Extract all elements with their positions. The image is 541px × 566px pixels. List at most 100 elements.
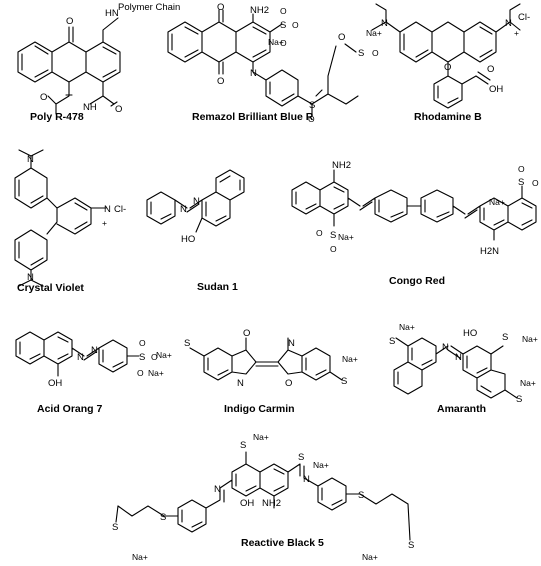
- structure-remazol-brilliant-blue-r: O O NH2 S O O O Na+ N S O O S O Na+ Rema…: [167, 2, 382, 124]
- reactive-black-5-s-top-right: S: [298, 452, 304, 463]
- reactive-black-5-sulfate-s-left: S: [112, 522, 118, 533]
- structure-amaranth: S Na+ N N HO S Na+ S Na+ Amaranth: [389, 322, 538, 415]
- rhodamine-acid-o: O: [487, 64, 494, 75]
- remazol-nh2: NH2: [250, 5, 269, 16]
- amaranth-s-top: S: [502, 332, 508, 343]
- reactive-black-5-n-right: N: [303, 474, 310, 485]
- structure-acid-orang-7: OH N N S O O O Na+ Acid Orang 7: [15, 331, 164, 415]
- congo-red-bonds: [291, 169, 537, 241]
- reactive-black-5-sulfate-s-right: S: [408, 540, 414, 551]
- crystal-violet-cl: Cl-: [114, 204, 126, 215]
- indigo-carmin-bonds: [189, 337, 343, 381]
- remazol-na-1: Na+: [268, 37, 284, 47]
- acid-orang-7-o3: O: [137, 368, 144, 378]
- amaranth-s-bottom: S: [516, 394, 522, 405]
- acid-orang-7-caption: Acid Orang 7: [37, 403, 103, 415]
- reactive-black-5-bonds: [117, 451, 409, 533]
- reactive-black-5-s-left: S: [160, 512, 166, 523]
- congo-red-o-right-2: O: [532, 178, 539, 188]
- remazol-sulfate-o: O: [372, 48, 379, 58]
- remazol-so3-o2: O: [292, 20, 299, 30]
- structure-rhodamine-b: N N + Cl- O O OH Rhodamine B: [371, 3, 530, 123]
- remazol-o-bottom: O: [217, 76, 224, 87]
- rhodamine-n-right: N: [505, 18, 512, 29]
- crystal-violet-n-top: N: [27, 154, 34, 165]
- indigo-carmin-o-right: O: [285, 378, 292, 389]
- reactive-black-5-n-left: N: [214, 484, 221, 495]
- indigo-carmin-caption: Indigo Carmin: [224, 403, 295, 415]
- congo-red-s-left: S: [330, 230, 336, 241]
- congo-red-caption: Congo Red: [389, 275, 445, 287]
- remazol-o-top: O: [217, 2, 224, 13]
- indigo-carmin-nh-right: N: [288, 338, 295, 349]
- structure-indigo-carmin: O O N N S Na+ S Na+ Indigo Carmin: [156, 328, 358, 415]
- congo-red-s-right: S: [518, 177, 524, 188]
- reactive-black-5-oh: OH: [240, 498, 254, 509]
- poly-r-478-chain-label: Polymer Chain: [118, 2, 180, 13]
- acid-orang-7-s: S: [139, 352, 145, 363]
- amaranth-na-bottom: Na+: [520, 378, 536, 388]
- remazol-so3-o3: O: [280, 38, 287, 48]
- indigo-carmin-na-left: Na+: [156, 350, 172, 360]
- remazol-sulfone-s: S: [309, 100, 315, 111]
- crystal-violet-n-right: N: [104, 204, 111, 215]
- poly-r-478-bonds: [17, 17, 121, 115]
- poly-r-478-caption: Poly R-478: [30, 111, 84, 123]
- congo-red-o-left-2: O: [330, 244, 337, 254]
- reactive-black-5-s-top-left: S: [240, 440, 246, 451]
- acid-orang-7-o1: O: [139, 338, 146, 348]
- acid-orang-7-oh: OH: [48, 378, 62, 389]
- reactive-black-5-na-3: Na+: [132, 552, 148, 562]
- congo-red-nh2-left: NH2: [332, 160, 351, 171]
- crystal-violet-plus: +: [102, 218, 107, 228]
- indigo-carmin-s-left: S: [184, 338, 190, 349]
- reactive-black-5-na-2: Na+: [313, 460, 329, 470]
- structure-congo-red: NH2 S O O Na+ S O O Na+ H2N Congo Red: [291, 160, 539, 287]
- congo-red-na-right: Na+: [489, 197, 505, 207]
- amaranth-n1: N: [442, 342, 449, 353]
- reactive-black-5-terminal-bonds: [115, 503, 411, 541]
- amaranth-s-left: S: [389, 336, 395, 347]
- rhodamine-plus: +: [514, 28, 519, 38]
- amaranth-n2: N: [455, 352, 462, 363]
- remazol-so3-s: S: [280, 20, 286, 31]
- sudan-1-caption: Sudan 1: [197, 281, 238, 293]
- congo-red-h2n-right: H2N: [480, 246, 499, 257]
- crystal-violet-caption: Crystal Violet: [17, 282, 84, 294]
- indigo-carmin-nh-left: N: [237, 378, 244, 389]
- poly-r-478-acetyl-o: O: [40, 92, 47, 103]
- amaranth-na-top: Na+: [522, 334, 538, 344]
- rhodamine-bonds: [371, 3, 521, 109]
- remazol-so3-o1: O: [280, 6, 287, 16]
- remazol-bonds: [167, 9, 359, 117]
- crystal-violet-bonds: [14, 149, 107, 287]
- acid-orang-7-na: Na+: [148, 368, 164, 378]
- rhodamine-cl: Cl-: [518, 12, 530, 23]
- sudan-1-bonds: [146, 169, 245, 233]
- indigo-carmin-s-right: S: [341, 376, 347, 387]
- rhodamine-oh: OH: [489, 84, 503, 95]
- acid-orang-7-o2: O: [151, 352, 158, 362]
- structure-sudan-1: N N HO Sudan 1: [146, 169, 245, 293]
- remazol-ethyl-chain: [327, 43, 357, 95]
- sudan-1-ho: HO: [181, 234, 195, 245]
- poly-r-478-imide-nh: NH: [83, 102, 97, 113]
- indigo-carmin-na-right: Na+: [342, 354, 358, 364]
- poly-r-478-hn: HN: [105, 8, 119, 19]
- acid-orang-7-n1: N: [77, 352, 84, 363]
- amaranth-caption: Amaranth: [437, 403, 486, 415]
- sudan-1-n1: N: [180, 204, 187, 215]
- amaranth-ho: HO: [463, 328, 477, 339]
- rhodamine-n-left: N: [381, 18, 388, 29]
- rhodamine-caption: Rhodamine B: [414, 111, 482, 123]
- remazol-sulfate-s: S: [358, 48, 364, 59]
- acid-orang-7-n2: N: [91, 345, 98, 356]
- remazol-caption: Remazol Brilliant Blue R: [192, 111, 314, 123]
- congo-red-o-left-1: O: [316, 228, 323, 238]
- structure-reactive-black-5: S Na+ S Na+ N N OH NH2 S S S Na+ S Na+ R…: [112, 432, 414, 562]
- structure-crystal-violet: N N + Cl- N Crystal Violet: [14, 149, 126, 294]
- structure-poly-r-478: O HN Polymer Chain O NH O Poly R-478: [17, 2, 180, 123]
- reactive-black-5-na-4: Na+: [362, 552, 378, 562]
- congo-red-na-left: Na+: [338, 232, 354, 242]
